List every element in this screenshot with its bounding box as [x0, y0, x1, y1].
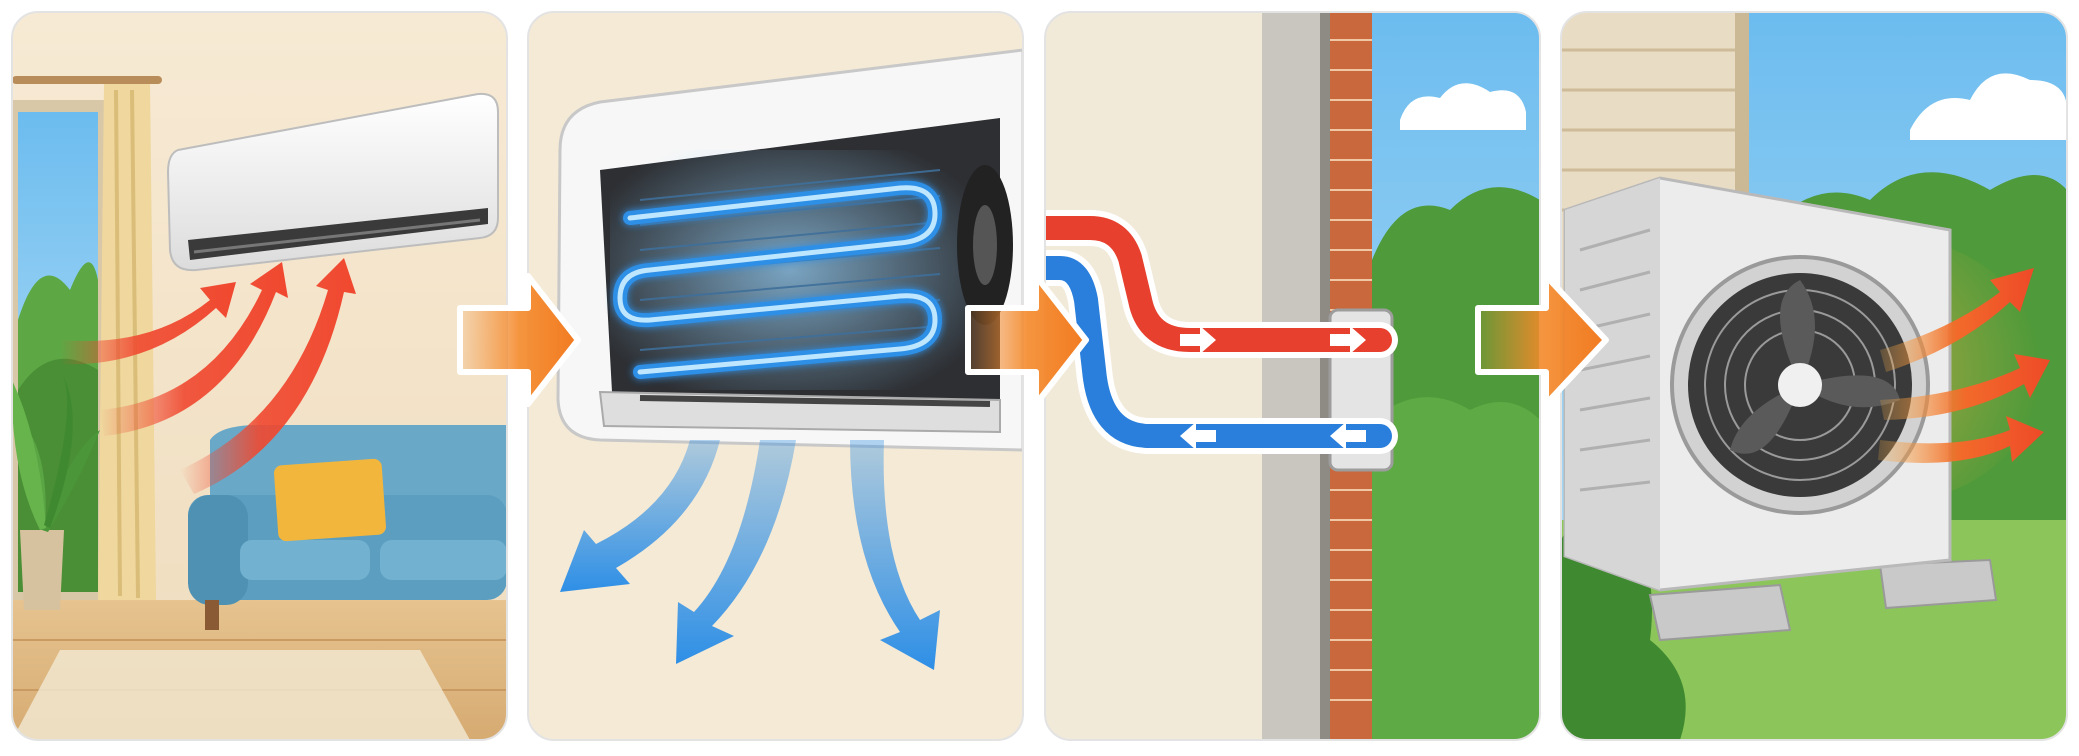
warm-air-arrows: [60, 258, 356, 494]
indoor-unit-cutaway: [556, 48, 1023, 452]
pillow: [274, 458, 386, 542]
flow-direction-arrows: [1180, 326, 1366, 450]
panel-outdoor-unit: [1561, 12, 2067, 740]
outdoor-condenser-unit: [1563, 176, 1952, 592]
cold-line-arrow-2: [1330, 422, 1366, 450]
potted-plant: [12, 370, 100, 610]
process-flow-arrows: [457, 273, 1609, 407]
cloud: [1910, 73, 2067, 140]
bush: [1561, 513, 1686, 740]
indoor-ac-unit: [166, 92, 499, 272]
cool-air-arrows: [560, 440, 940, 670]
panel-room: [12, 12, 507, 740]
hot-line-arrow-2: [1330, 326, 1366, 354]
flow-arrow-3-icon: [1475, 273, 1609, 407]
concrete-pad: [1648, 583, 1792, 642]
wall-insulation: [1262, 12, 1320, 740]
panel-refrigerant-lines: [1045, 12, 1540, 740]
sofa: [188, 425, 507, 630]
panel-indoor-coil: [528, 12, 1023, 740]
cloud: [1400, 83, 1526, 130]
curtain-rod: [12, 76, 162, 84]
flow-arrow-2-icon: [965, 273, 1089, 407]
rug: [12, 650, 470, 740]
flow-arrow-1-icon: [457, 273, 581, 407]
cold-line-arrow-1: [1180, 422, 1216, 450]
hot-air-arrows: [1878, 268, 2050, 463]
hot-line-arrow-1: [1180, 326, 1216, 354]
fan-blades: [1730, 280, 1900, 454]
fan-hub: [1778, 363, 1822, 407]
